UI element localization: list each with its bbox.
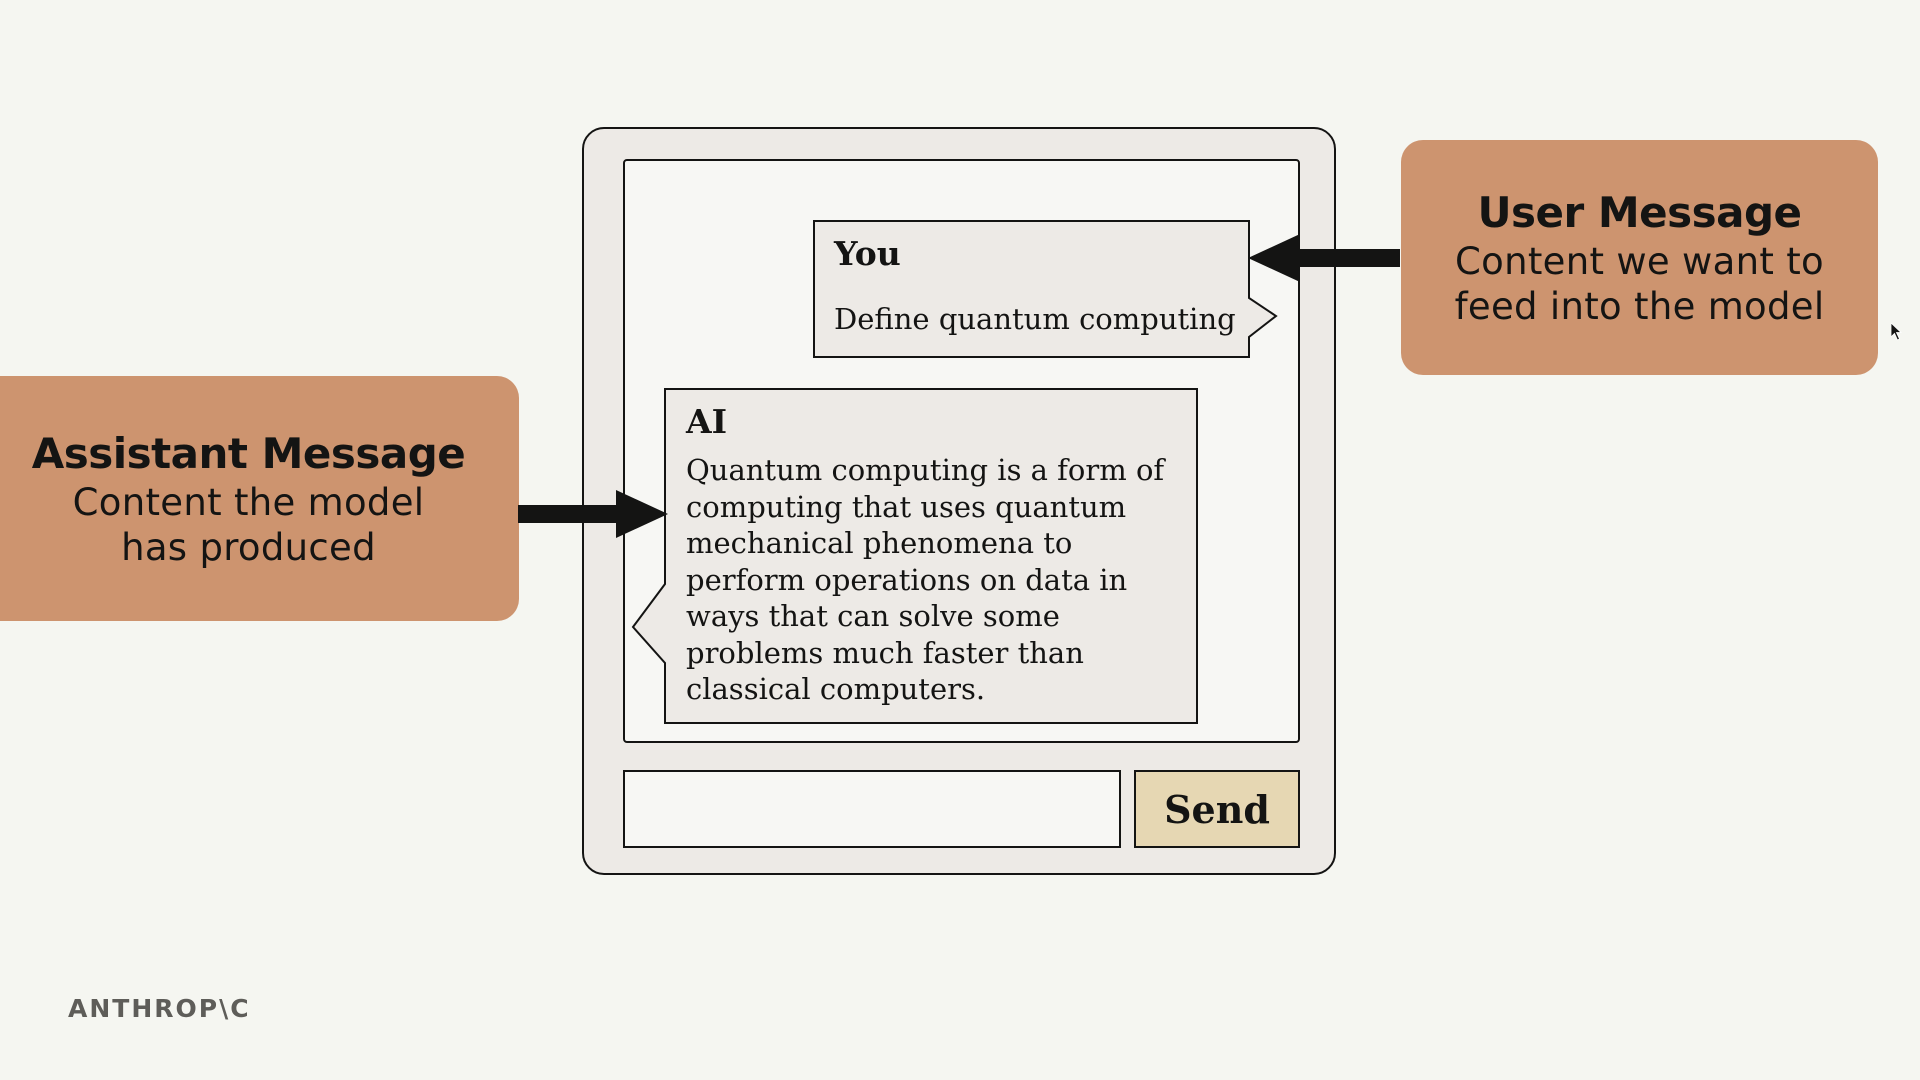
user-message-callout: User Message Content we want to feed int… — [1401, 140, 1878, 375]
assistant-callout-line-2: has produced — [121, 525, 376, 569]
ai-speaker-label: AI — [686, 402, 728, 441]
user-message-arrow-icon — [1248, 234, 1400, 282]
assistant-message-callout: Assistant Message Content the model has … — [0, 376, 519, 621]
assistant-callout-line-1: Content the model — [72, 480, 425, 524]
assistant-callout-title: Assistant Message — [31, 428, 466, 478]
send-button[interactable]: Send — [1134, 770, 1300, 848]
message-input[interactable] — [623, 770, 1121, 848]
user-message-text: Define quantum computing — [834, 302, 1236, 336]
user-bubble-frame — [813, 220, 1278, 358]
user-speaker-label: You — [834, 234, 901, 273]
user-callout-line-2: feed into the model — [1454, 284, 1825, 328]
ai-message-text: Quantum computing is a form of computing… — [686, 453, 1165, 706]
assistant-message-arrow-icon — [518, 490, 668, 538]
mouse-cursor-icon — [1891, 323, 1903, 341]
user-callout-title: User Message — [1477, 187, 1802, 237]
anthropic-logo: ANTHROP\C — [68, 994, 251, 1023]
ai-message-bubble: AI Quantum computing is a form of comput… — [631, 388, 1198, 724]
user-callout-line-1: Content we want to — [1455, 239, 1824, 283]
user-message-bubble: You Define quantum computing — [813, 220, 1278, 358]
ai-bubble-frame — [631, 388, 1198, 724]
